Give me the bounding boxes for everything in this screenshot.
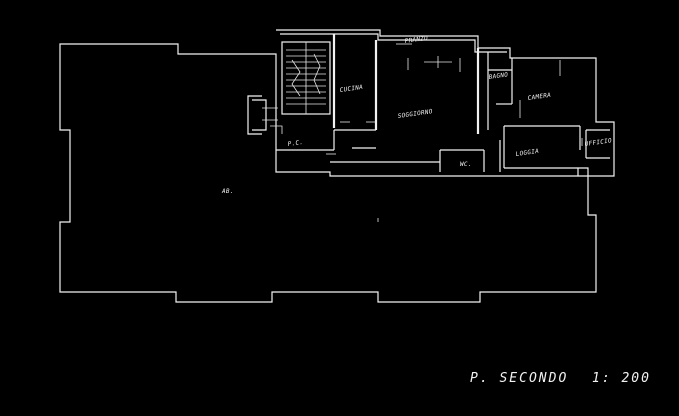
- room-label-office: UFFICIO: [584, 137, 612, 148]
- room-label-terrace: AB.: [221, 188, 234, 195]
- terrace-outline: [59, 43, 597, 303]
- room-label-loggia: LOGGIA: [515, 148, 539, 158]
- room-label-dining: PRANZO: [404, 35, 428, 45]
- room-label-kitchen: CUCINA: [339, 84, 363, 94]
- apartment-outline: [276, 29, 615, 177]
- room-label-bath: BAGNO: [488, 71, 508, 81]
- apartment-inner-line: [280, 33, 507, 53]
- scale-caption: 1: 200: [592, 371, 651, 386]
- room-label-lift: P.C.: [287, 139, 303, 148]
- interior-walls: [276, 34, 610, 172]
- stair-core: [281, 41, 331, 115]
- room-label-bedroom: CAMERA: [527, 92, 551, 102]
- room-label-closet: WC.: [460, 161, 472, 168]
- floor-caption: P. SECONDO: [470, 371, 568, 386]
- openings: [326, 43, 583, 222]
- room-label-living: SOGGIORNO: [397, 108, 433, 120]
- lift-shaft: [247, 95, 267, 135]
- lift-detail: [262, 107, 283, 134]
